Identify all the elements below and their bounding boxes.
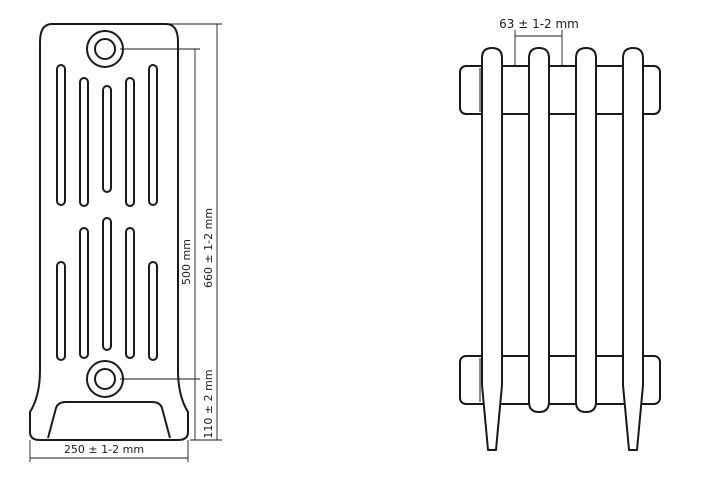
radiator-front-view bbox=[29, 23, 189, 441]
front-slot bbox=[79, 77, 89, 207]
radiator-section bbox=[481, 47, 503, 451]
bottom-connection-bar bbox=[459, 355, 661, 405]
top-connection-bar bbox=[459, 65, 661, 115]
radiator-section bbox=[575, 47, 597, 413]
radiator-section bbox=[622, 47, 644, 451]
axis-distance-label: 500 mm bbox=[180, 239, 193, 285]
front-slot bbox=[79, 227, 89, 359]
radiator-side-view bbox=[459, 30, 661, 451]
front-slot bbox=[148, 64, 158, 206]
front-view-dimension-lines bbox=[29, 23, 222, 462]
front-slot bbox=[102, 217, 112, 351]
bottom-height-label: 110 ± 2 mm bbox=[202, 369, 215, 438]
total-height-label: 660 ± 1-2 mm bbox=[202, 208, 215, 288]
front-slot bbox=[148, 261, 158, 361]
radiator-section bbox=[528, 47, 550, 413]
front-view-foot-arch bbox=[47, 401, 171, 439]
front-slot bbox=[56, 64, 66, 206]
section-pitch-label: 63 ± 1-2 mm bbox=[499, 17, 579, 31]
front-slot bbox=[102, 85, 112, 193]
front-slot bbox=[56, 261, 66, 361]
front-slot bbox=[125, 77, 135, 207]
width-label: 250 ± 1-2 mm bbox=[64, 443, 144, 456]
top-connection-port-inner bbox=[94, 38, 116, 60]
front-slot bbox=[125, 227, 135, 359]
bottom-connection-port-inner bbox=[94, 368, 116, 390]
